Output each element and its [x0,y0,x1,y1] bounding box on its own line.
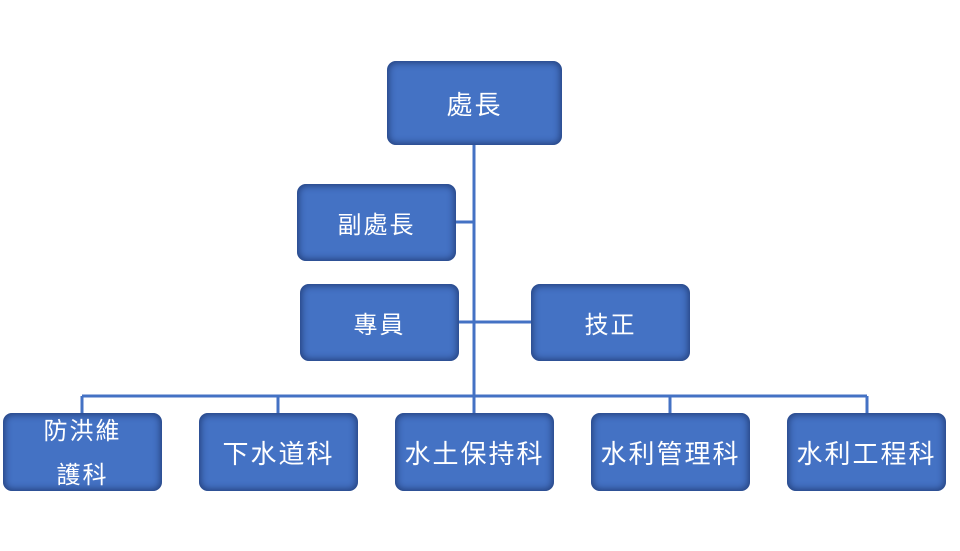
director-box: 處長 [387,61,562,145]
flood-control-section-box: 防洪維 護科 [3,413,162,491]
sewer-section-box: 下水道科 [199,413,358,491]
specialist-box: 專員 [300,284,459,361]
sewer-section-label: 下水道科 [222,439,335,470]
technical-officer-box: 技正 [531,284,690,361]
technical-officer-label: 技正 [584,311,637,339]
deputy-director-label: 副處長 [337,211,416,239]
water-engineering-section-label: 水利工程科 [796,439,937,470]
deputy-director-box: 副處長 [297,184,456,261]
soil-water-section-label: 水土保持科 [404,439,545,470]
soil-water-section-box: 水土保持科 [395,413,554,491]
water-management-section-label: 水利管理科 [600,439,741,470]
water-engineering-section-box: 水利工程科 [787,413,946,491]
flood-control-section-label: 防洪維 護科 [43,417,122,489]
specialist-label: 專員 [353,311,406,339]
water-management-section-box: 水利管理科 [591,413,750,491]
director-label: 處長 [446,90,503,121]
